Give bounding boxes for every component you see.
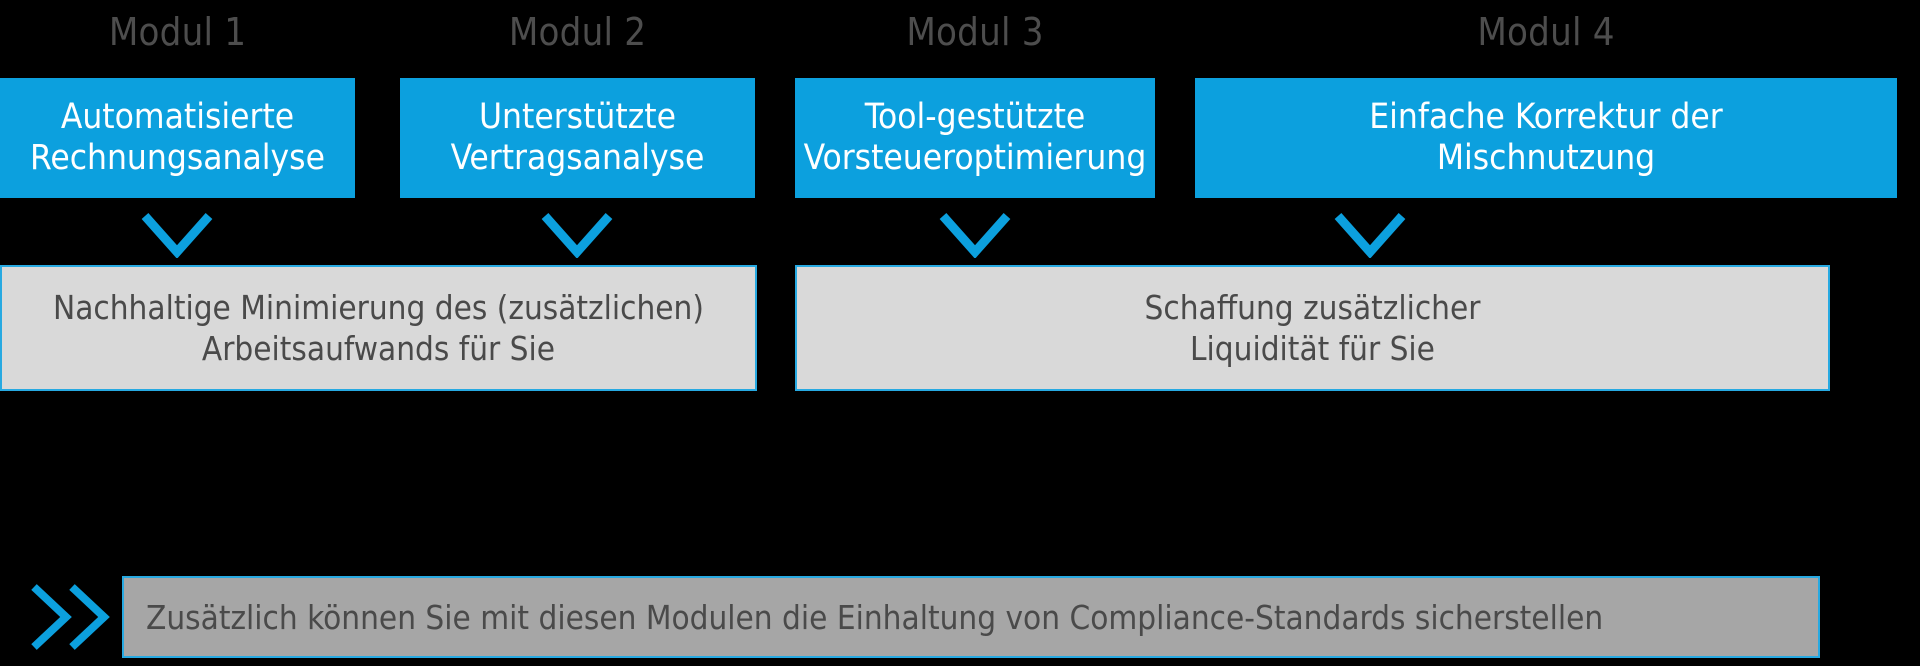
- benefit-box-2: Schaffung zusätzlicher Liquidität für Si…: [795, 265, 1830, 391]
- module-title-line1-3: Tool-gestützte: [864, 96, 1086, 137]
- chevron-down-icon-1: [141, 212, 213, 258]
- compliance-bar: Zusätzlich können Sie mit diesen Modulen…: [122, 576, 1820, 658]
- compliance-row: Zusätzlich können Sie mit diesen Modulen…: [0, 463, 1920, 658]
- benefit-box-1: Nachhaltige Minimierung des (zusätzliche…: [0, 265, 757, 391]
- module-label-1: Modul 1: [108, 10, 247, 54]
- module-label-3: Modul 3: [906, 10, 1044, 54]
- module-title-line2-2: Vertragsanalyse: [450, 138, 705, 178]
- module-label-4: Modul 4: [1477, 10, 1615, 54]
- benefit-line1-1: Nachhaltige Minimierung des (zusätzliche…: [53, 287, 704, 327]
- benefit-line2-2: Liquidität für Sie: [1190, 329, 1435, 368]
- module-box-1[interactable]: Automatisierte Rechnungsanalyse: [0, 78, 355, 198]
- module-box-2[interactable]: Unterstützte Vertragsanalyse: [400, 78, 755, 198]
- double-chevron-right-icon: [28, 581, 112, 653]
- module-title-line2-4: Mischnutzung: [1436, 138, 1656, 178]
- module-title-line2-1: Rechnungsanalyse: [30, 138, 325, 178]
- module-title-line1-4: Einfache Korrektur der: [1369, 96, 1723, 137]
- benefit-line2-1: Arbeitsaufwands für Sie: [201, 329, 556, 368]
- module-box-4[interactable]: Einfache Korrektur der Mischnutzung: [1195, 78, 1897, 198]
- module-box-3[interactable]: Tool-gestützte Vorsteueroptimierung: [795, 78, 1155, 198]
- module-label-2: Modul 2: [508, 10, 647, 54]
- module-title-line1-1: Automatisierte: [60, 96, 295, 137]
- chevron-down-icon-4: [1334, 212, 1406, 258]
- module-title-line2-3: Vorsteueroptimierung: [803, 138, 1147, 178]
- benefit-line1-2: Schaffung zusätzlicher: [1144, 287, 1481, 327]
- module-title-line1-2: Unterstützte: [479, 96, 676, 137]
- compliance-text: Zusätzlich können Sie mit diesen Modulen…: [146, 597, 1604, 637]
- chevron-down-icon-3: [939, 212, 1011, 258]
- chevron-down-icon-2: [541, 212, 613, 258]
